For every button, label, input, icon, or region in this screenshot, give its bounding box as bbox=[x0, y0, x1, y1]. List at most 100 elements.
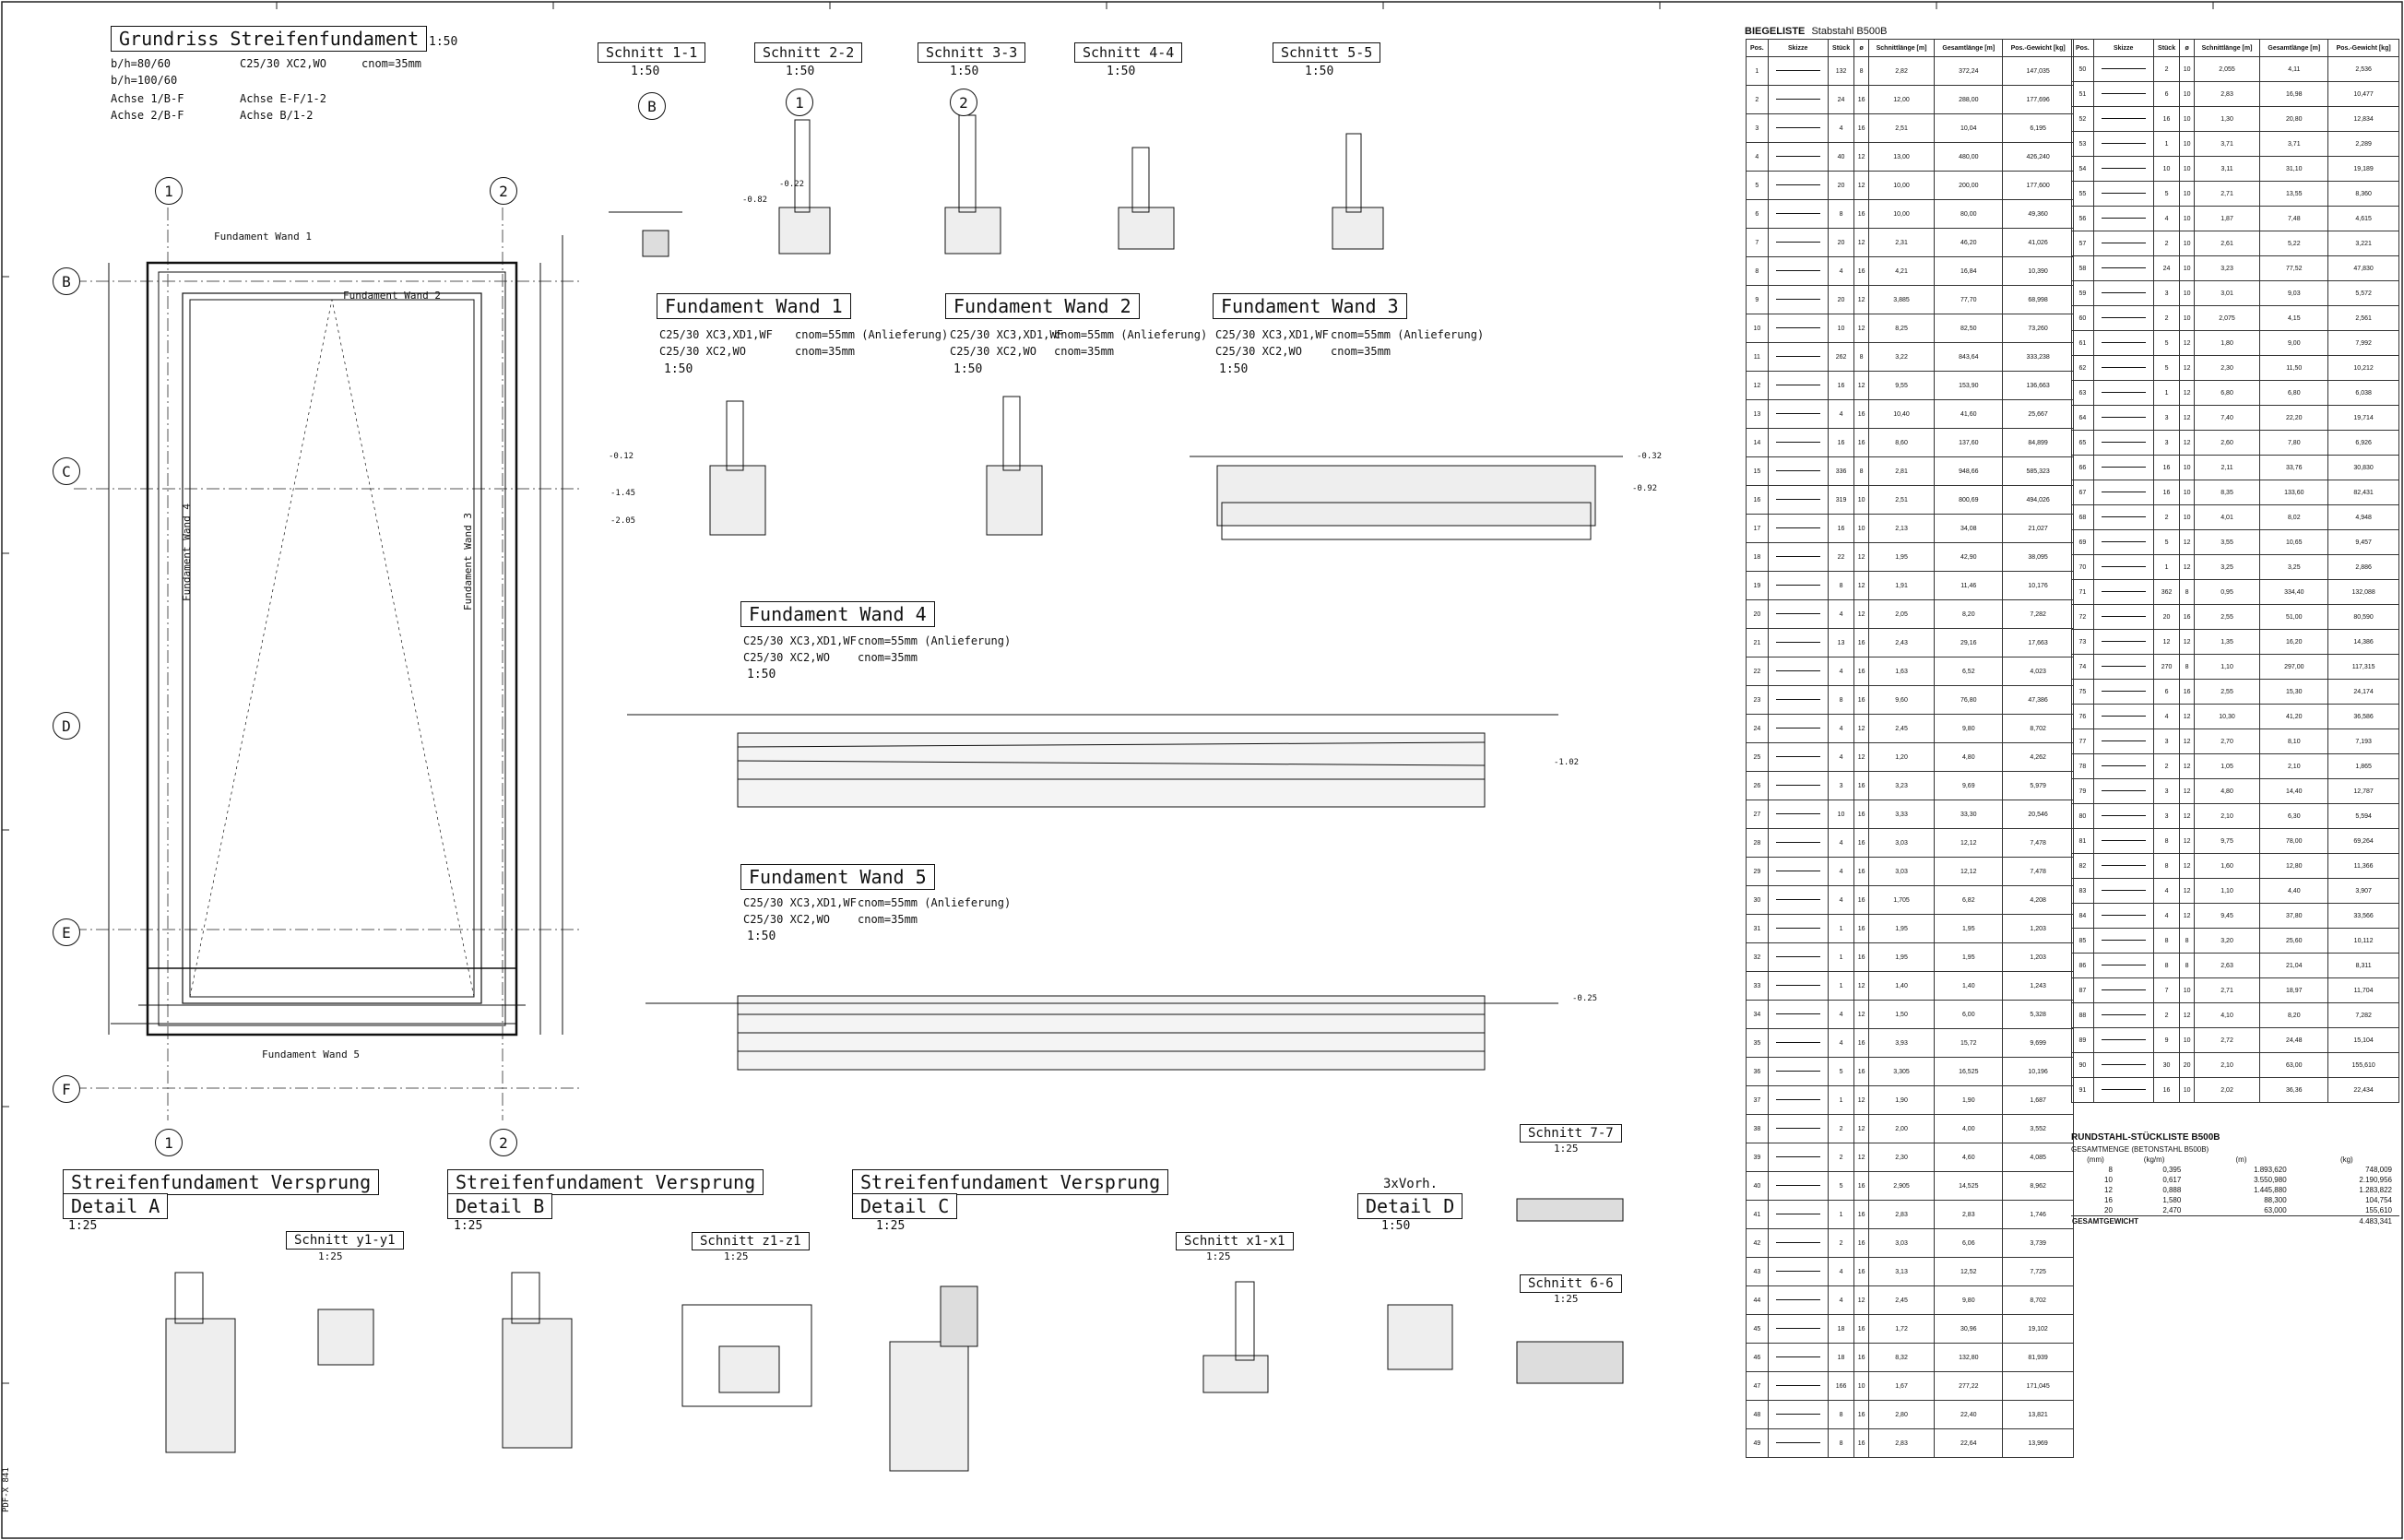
summary-cell: 104,754 bbox=[2365, 1196, 2392, 1204]
section-3-axis: 2 bbox=[950, 89, 977, 116]
axis-d: D bbox=[53, 712, 80, 740]
table-cell: 6,038 bbox=[2327, 380, 2399, 406]
bar-sketch bbox=[1767, 456, 1829, 486]
table-cell: 12 bbox=[1853, 1143, 1869, 1172]
detail-c-title: Streifenfundament Versprung bbox=[852, 1169, 1169, 1195]
table-cell: 2,13 bbox=[1867, 514, 1936, 543]
summary-cell: 0,395 bbox=[2162, 1166, 2182, 1174]
table-cell: 30,96 bbox=[1934, 1314, 2004, 1344]
table-cell: 10 bbox=[1853, 514, 1869, 543]
wall-label-3: Fundament Wand 3 bbox=[461, 513, 474, 610]
bar-sketch bbox=[1767, 171, 1829, 200]
table-cell: 25,60 bbox=[2259, 928, 2329, 954]
table-cell: 90 bbox=[2071, 1052, 2094, 1078]
table-cell: 16 bbox=[1853, 1428, 1869, 1458]
table-cell: 36,36 bbox=[2259, 1077, 2329, 1103]
wall-5-spec1b: cnom=55mm (Anlieferung) bbox=[858, 896, 1012, 909]
table-cell: 75 bbox=[2071, 679, 2094, 705]
section-6-scale: 1:25 bbox=[1554, 1293, 1579, 1305]
table-cell: 47,830 bbox=[2327, 255, 2399, 281]
table-cell: 12 bbox=[1853, 571, 1869, 600]
table-cell: 27 bbox=[1746, 800, 1769, 829]
table-cell: 1,10 bbox=[2193, 878, 2261, 904]
detail-b-sub: Detail B bbox=[447, 1193, 553, 1219]
table-cell: 16 bbox=[1853, 828, 1869, 858]
table-cell: 4 bbox=[2152, 878, 2181, 904]
level-h: -0.22 bbox=[779, 180, 805, 189]
bar-sketch bbox=[2092, 778, 2154, 804]
table-cell: 74 bbox=[2071, 654, 2094, 680]
table-cell: 6,00 bbox=[1934, 1000, 2004, 1029]
table-cell: 70 bbox=[2071, 554, 2094, 580]
table-cell: 68,998 bbox=[2002, 285, 2074, 314]
table-cell: 77,70 bbox=[1934, 285, 2004, 314]
table-cell: 10,30 bbox=[2193, 704, 2261, 729]
bar-sketch bbox=[1767, 142, 1829, 172]
bar-sketch bbox=[2092, 106, 2154, 132]
table-cell: 8,360 bbox=[2327, 181, 2399, 207]
wall-4-spec1b: cnom=55mm (Anlieferung) bbox=[858, 634, 1012, 647]
wall-4-spec2b: cnom=35mm bbox=[858, 651, 918, 664]
table-cell: 494,026 bbox=[2002, 485, 2074, 515]
table-cell: 2,075 bbox=[2193, 305, 2261, 331]
table-cell: 26 bbox=[1746, 771, 1769, 800]
table-cell: 9,60 bbox=[1867, 685, 1936, 715]
table-cell: 16 bbox=[1853, 685, 1869, 715]
bar-sketch bbox=[2092, 1077, 2154, 1103]
table-cell: 6,52 bbox=[1934, 657, 2004, 686]
table-cell: 12 bbox=[2179, 629, 2195, 655]
table-cell: 5,22 bbox=[2259, 231, 2329, 256]
wall-2-spec2: C25/30 XC2,WO bbox=[950, 345, 1036, 358]
table-cell: 2,31 bbox=[1867, 228, 1936, 257]
plan-spec-7: Achse B/1-2 bbox=[240, 109, 314, 122]
table-cell: 13,55 bbox=[2259, 181, 2329, 207]
table-cell: 12,834 bbox=[2327, 106, 2399, 132]
table-cell: 16 bbox=[2179, 679, 2195, 705]
table-cell: 9,75 bbox=[2193, 828, 2261, 854]
section-x1-scale: 1:25 bbox=[1206, 1250, 1231, 1262]
level-a: -0.12 bbox=[609, 452, 634, 461]
table-cell: 288,00 bbox=[1934, 85, 2004, 114]
table-cell: 8 bbox=[2179, 953, 2195, 978]
table-cell: 12 bbox=[1746, 371, 1769, 400]
bar-sketch bbox=[2092, 704, 2154, 729]
table-cell: 4,15 bbox=[2259, 305, 2329, 331]
bar-sketch bbox=[2092, 629, 2154, 655]
table-cell: 6,82 bbox=[1934, 885, 2004, 915]
table-cell: 19,714 bbox=[2327, 405, 2399, 431]
table-cell: 3,03 bbox=[1867, 828, 1936, 858]
table-cell: 53 bbox=[2071, 131, 2094, 157]
table-cell: 9,55 bbox=[1867, 371, 1936, 400]
section-2-axis: 1 bbox=[786, 89, 813, 116]
table-cell: 3 bbox=[2152, 778, 2181, 804]
section-1-scale: 1:50 bbox=[631, 65, 660, 78]
table-cell: 15,104 bbox=[2327, 1027, 2399, 1053]
summary-title: RUNDSTAHL-STÜCKLISTE B500B bbox=[2071, 1132, 2220, 1143]
table-cell: 12 bbox=[2179, 828, 2195, 854]
table-cell: 22,434 bbox=[2327, 1077, 2399, 1103]
table-cell: 8 bbox=[2179, 654, 2195, 680]
table-cell: 8 bbox=[2152, 853, 2181, 879]
table-cell: 2,30 bbox=[2193, 355, 2261, 381]
bar-sketch bbox=[2092, 56, 2154, 82]
bar-sketch bbox=[1767, 542, 1829, 572]
table-cell: 15,72 bbox=[1934, 1028, 2004, 1058]
table-cell: 46,20 bbox=[1934, 228, 2004, 257]
bar-sketch bbox=[1767, 1057, 1829, 1086]
bar-sketch bbox=[1767, 228, 1829, 257]
